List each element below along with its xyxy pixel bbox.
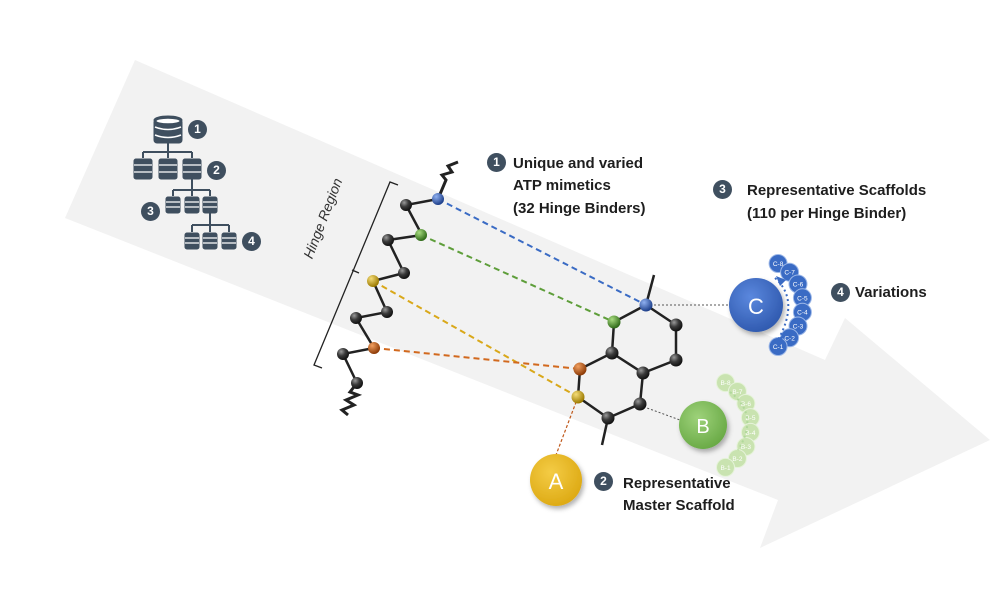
step-3-badge: 3 bbox=[141, 202, 160, 221]
step-2-badge: 2 bbox=[207, 161, 226, 180]
a-dotted-link bbox=[555, 396, 579, 456]
scaffold-green-atom bbox=[607, 315, 621, 329]
step-1-badge: 1 bbox=[188, 120, 207, 139]
scaffolds-line2: (110 per Hinge Binder) bbox=[747, 205, 907, 222]
c-variation-chip-label: C-8 bbox=[773, 261, 784, 268]
hinge-binders-line3: (32 Hinge Binders) bbox=[513, 200, 646, 217]
label-4-badge: 4 bbox=[831, 283, 850, 302]
b-variation-chip-label: B-4 bbox=[745, 430, 756, 437]
variations-label: Variations bbox=[855, 284, 927, 301]
c-variation-chip-label: C-2 bbox=[784, 335, 795, 342]
b-variation-chip-label: B-8 bbox=[720, 380, 731, 387]
label-2-badge: 2 bbox=[594, 472, 613, 491]
hinge-binders-line1: Unique and varied bbox=[513, 155, 644, 172]
orange-dashed-link bbox=[373, 347, 581, 370]
c-variation-chip-label: C-3 bbox=[793, 324, 804, 331]
yellow-atom bbox=[367, 275, 379, 287]
b-variation-chip-label: B-3 bbox=[741, 444, 752, 451]
database-hierarchy-icon bbox=[133, 115, 237, 250]
hinge-region-bracket bbox=[313, 181, 399, 369]
b-variation-chip-label: B-7 bbox=[732, 389, 743, 396]
scaffold-yellow-atom bbox=[571, 390, 585, 404]
c-variation-chip-label: C-6 bbox=[793, 282, 804, 289]
master-scaffold-line1: Representative bbox=[623, 475, 731, 492]
b-variation-chip bbox=[716, 457, 735, 477]
circle-a bbox=[530, 454, 582, 506]
circle-a-label: A bbox=[549, 469, 564, 494]
c-variation-chip-label: C-1 bbox=[773, 344, 784, 351]
circle-b bbox=[679, 401, 727, 449]
hinge-binders-line2: ATP mimetics bbox=[513, 177, 611, 194]
blue-atom bbox=[432, 193, 444, 205]
b-variations: B-8B-7B-6B-5B-4B-3B-2B-1 bbox=[716, 373, 760, 477]
b-variation-chip-label: B-5 bbox=[745, 415, 756, 422]
green-atom bbox=[415, 229, 427, 241]
database-icon bbox=[153, 115, 183, 144]
orange-atom bbox=[368, 342, 380, 354]
blue-dashed-link bbox=[437, 198, 647, 306]
scaffold-atoms bbox=[571, 298, 683, 425]
backbone-atoms bbox=[337, 193, 444, 389]
scaffold-orange-atom bbox=[573, 362, 587, 376]
c-variation-chip bbox=[768, 337, 788, 356]
label-3-badge: 3 bbox=[713, 180, 732, 199]
c-variations: C-8C-7C-6C-5C-4C-3C-2C-1 bbox=[768, 254, 812, 356]
b-variation-chip-label: B-1 bbox=[720, 465, 731, 472]
circle-c-label: C bbox=[748, 294, 764, 319]
scaffolds-line1: Representative Scaffolds bbox=[747, 182, 927, 199]
b-variation-chip-label: B-6 bbox=[741, 401, 752, 408]
label-1-badge: 1 bbox=[487, 153, 506, 172]
c-variation-chip-label: C-4 bbox=[797, 310, 808, 317]
b-variation-arc bbox=[729, 391, 749, 451]
scaffold-blue-atom bbox=[639, 298, 653, 312]
c-variation-chip-label: C-7 bbox=[784, 270, 795, 277]
background-arrow bbox=[65, 60, 990, 548]
circle-b-label: B bbox=[696, 416, 709, 438]
circle-c bbox=[729, 278, 783, 332]
step-4-badge: 4 bbox=[242, 232, 261, 251]
green-dashed-link bbox=[420, 234, 615, 323]
master-scaffold-line2: Master Scaffold bbox=[623, 497, 735, 514]
c-variation-chip-label: C-5 bbox=[797, 295, 808, 302]
b-variation-chip-label: B-2 bbox=[732, 456, 743, 463]
